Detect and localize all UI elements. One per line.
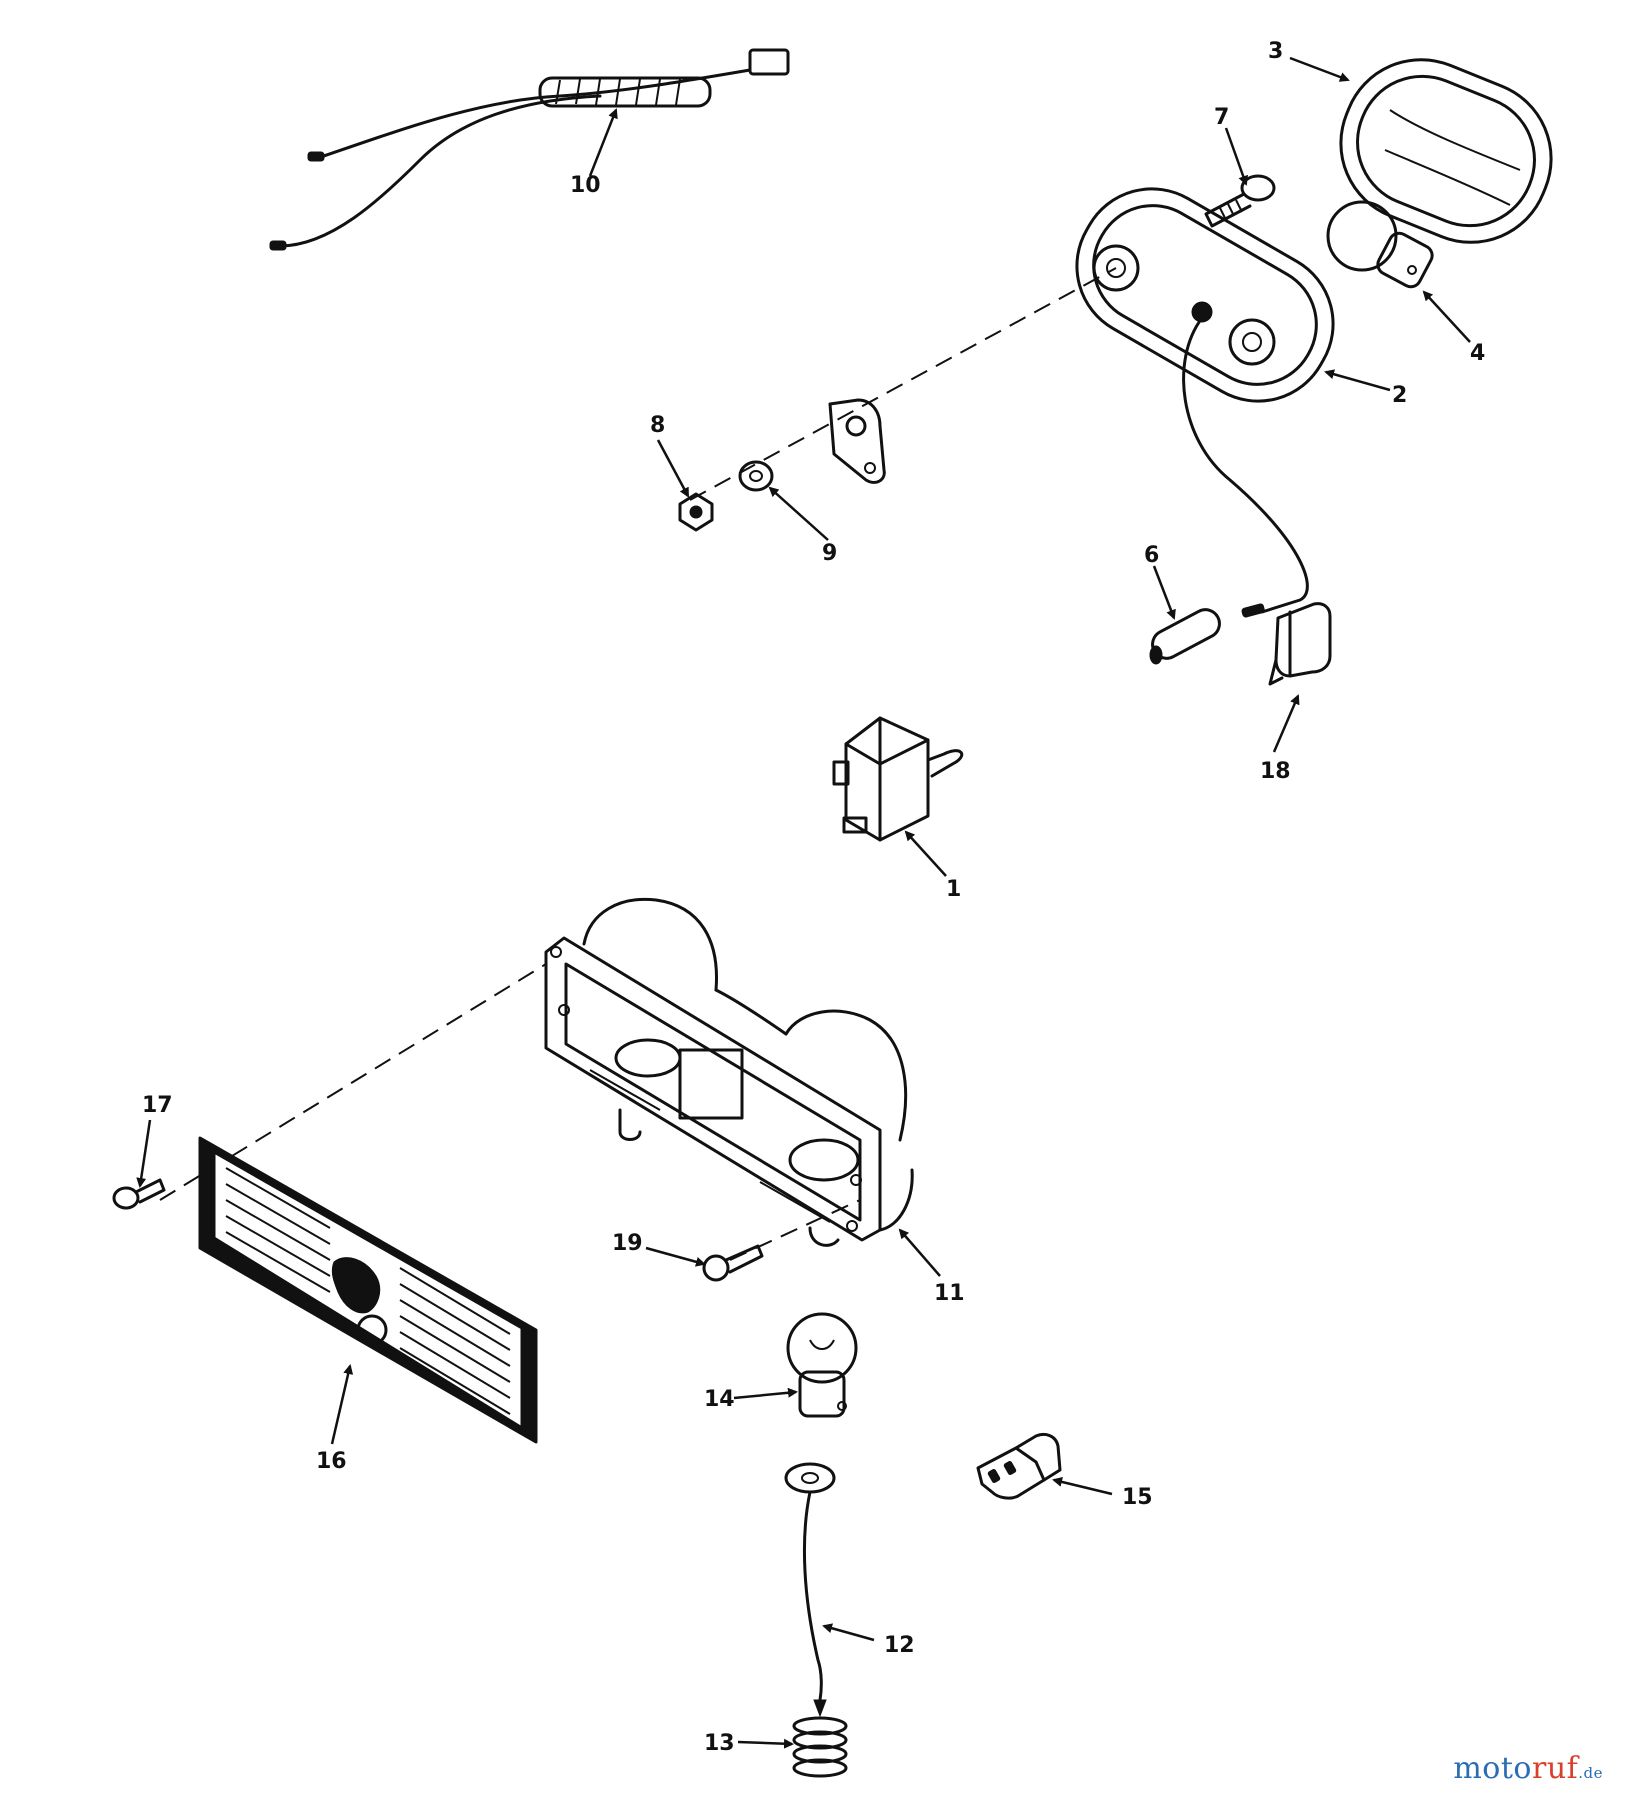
watermark-accent: ruf	[1531, 1751, 1579, 1786]
callout-13: 13	[704, 1731, 735, 1756]
rivet-part	[702, 1244, 764, 1282]
assembly-line-upper	[689, 267, 1117, 501]
callout-1: 1	[946, 877, 961, 902]
wire-harness-part	[269, 48, 790, 251]
callout-leaders	[136, 56, 1471, 1749]
bracket-part	[828, 398, 886, 484]
nut-part	[678, 492, 714, 532]
lamp-lead-terminal	[1241, 603, 1265, 618]
callout-6: 6	[1144, 543, 1159, 568]
callout-10: 10	[570, 173, 601, 198]
bulb-part	[1326, 200, 1434, 289]
toggle-switch-part	[832, 716, 964, 842]
callout-11: 11	[934, 1281, 965, 1306]
lamp-lead-wire	[1182, 316, 1309, 614]
callout-3: 3	[1268, 39, 1283, 64]
callout-16: 16	[316, 1449, 347, 1474]
headlight-housing-part	[544, 897, 914, 1247]
grille-screw-part	[112, 1178, 166, 1210]
assembly-line-rivet	[729, 1199, 861, 1261]
callout-4: 4	[1470, 341, 1485, 366]
watermark-logo: motoruf.de	[1453, 1751, 1603, 1786]
callout-15: 15	[1122, 1485, 1153, 1510]
spring-part	[792, 1716, 848, 1778]
callout-9: 9	[822, 541, 837, 566]
connector-sleeve-part	[1149, 608, 1221, 665]
headlight-bulb-part	[786, 1312, 858, 1418]
socket-lead-part	[784, 1462, 836, 1718]
watermark-tld: .de	[1578, 1764, 1603, 1782]
callout-12: 12	[884, 1633, 915, 1658]
watermark-main: moto	[1453, 1751, 1532, 1786]
plug-connector-part	[976, 1432, 1062, 1500]
callout-2: 2	[1392, 383, 1407, 408]
callout-14: 14	[704, 1387, 735, 1412]
lamp-housing-part	[1075, 187, 1335, 403]
screw-part	[1204, 174, 1276, 228]
lens-part	[1339, 58, 1553, 244]
callout-18: 18	[1260, 759, 1291, 784]
callout-7: 7	[1214, 105, 1229, 130]
grille-part	[198, 1136, 538, 1444]
callout-labels: 10 3 7 4 2 8 9 6 18 1 17 19 11 16 14 15 …	[142, 39, 1485, 1756]
assembly-line-grille	[159, 963, 547, 1201]
clip-part	[1268, 602, 1332, 686]
callout-19: 19	[612, 1231, 643, 1256]
washer-part	[738, 460, 774, 492]
callout-8: 8	[650, 413, 665, 438]
callout-17: 17	[142, 1093, 173, 1118]
